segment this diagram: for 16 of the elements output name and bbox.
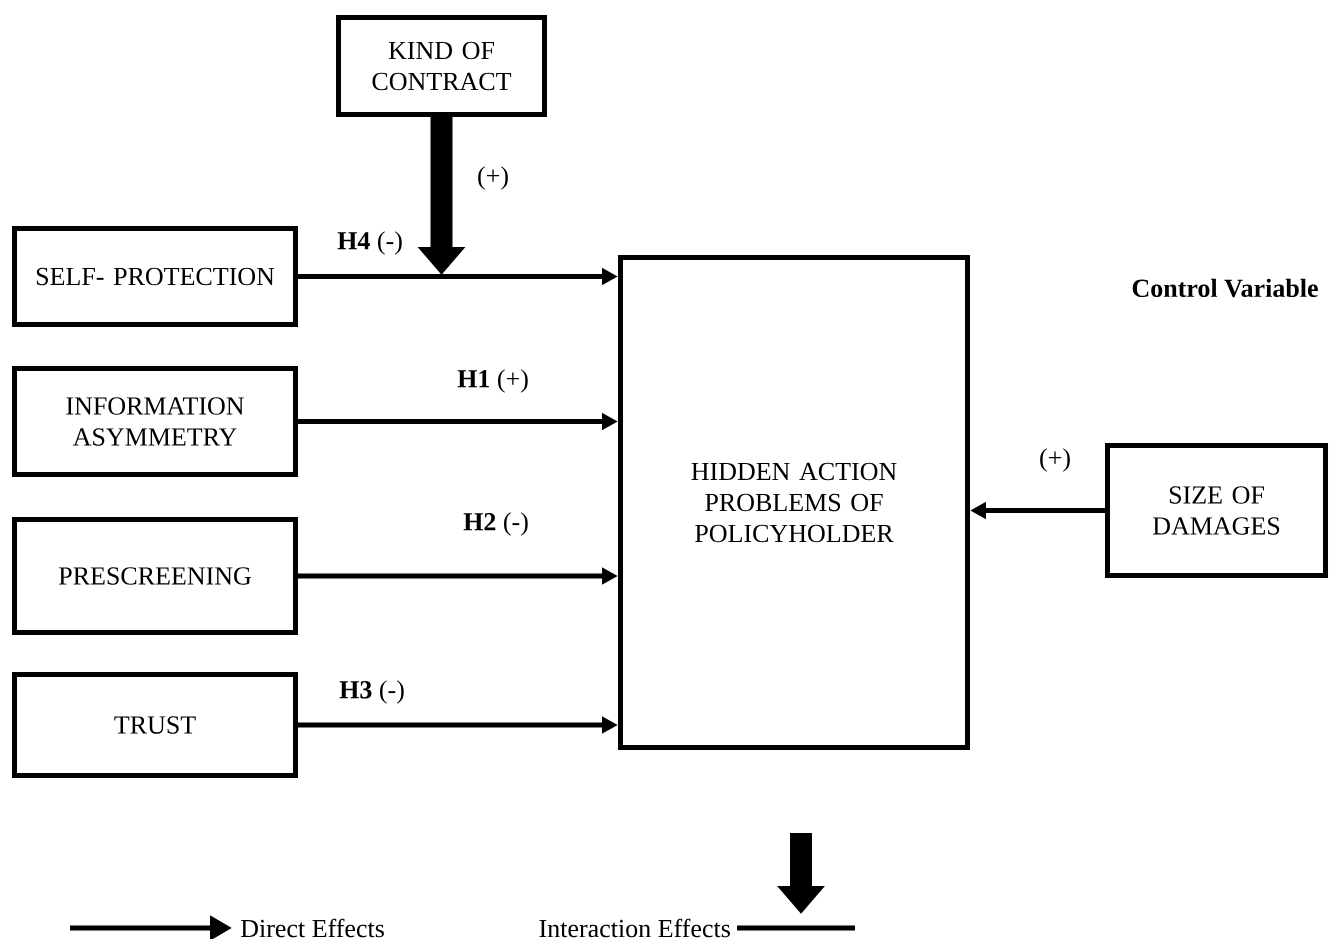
edge-label: H4 (-): [336, 230, 404, 256]
variable-box: HIDDEN ACTION PROBLEMS OF POLICYHOLDER: [618, 255, 970, 750]
variable-box: TRUST: [12, 672, 298, 778]
variable-box: KIND OF CONTRACT: [336, 15, 547, 117]
legend-label: Interaction Effects: [539, 918, 730, 938]
legend-label: Direct Effects: [240, 918, 384, 938]
edge-label: H2 (-): [462, 511, 530, 537]
edge-label: (+): [476, 165, 510, 191]
section-heading: Control Variable: [1132, 278, 1318, 298]
edge-label: H3 (-): [338, 679, 406, 705]
variable-box: INFORMATION ASYMMETRY: [12, 366, 298, 477]
variable-box: PRESCREENING: [12, 517, 298, 635]
variable-box: SELF- PROTECTION: [12, 226, 298, 327]
edge-label: (+): [1038, 447, 1072, 473]
edge-label: H1 (+): [456, 368, 530, 394]
variable-box: SIZE OF DAMAGES: [1105, 443, 1328, 578]
